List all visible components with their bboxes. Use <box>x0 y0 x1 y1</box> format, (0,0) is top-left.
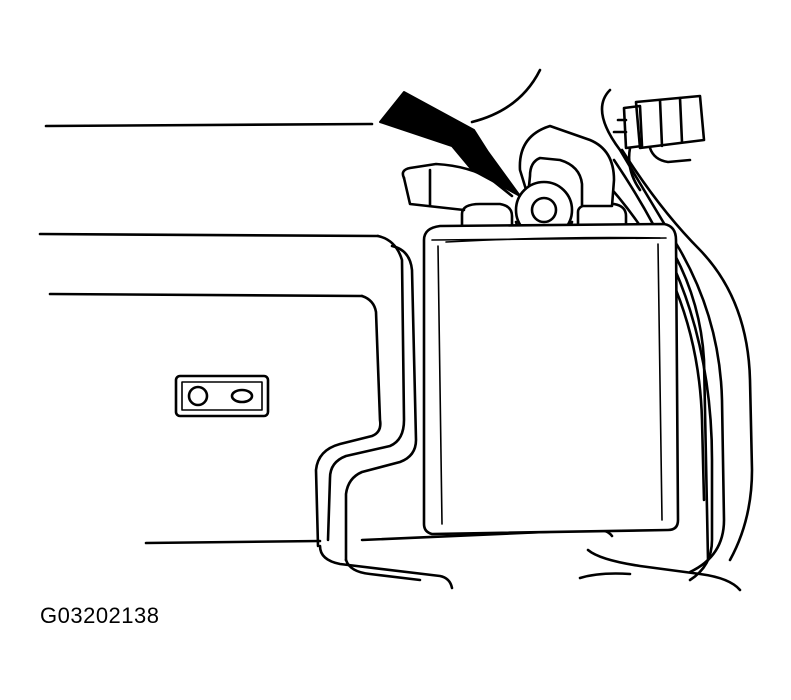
body-panel-lines <box>38 122 380 545</box>
pointer-arrow <box>379 91 521 197</box>
connector-plug <box>612 94 706 192</box>
line-drawing <box>38 68 754 592</box>
figure-id-label: G03202138 <box>40 603 160 628</box>
terminals <box>401 124 628 242</box>
arc-line <box>470 68 542 124</box>
module-box <box>422 222 680 536</box>
mounting-bracket <box>174 374 270 418</box>
